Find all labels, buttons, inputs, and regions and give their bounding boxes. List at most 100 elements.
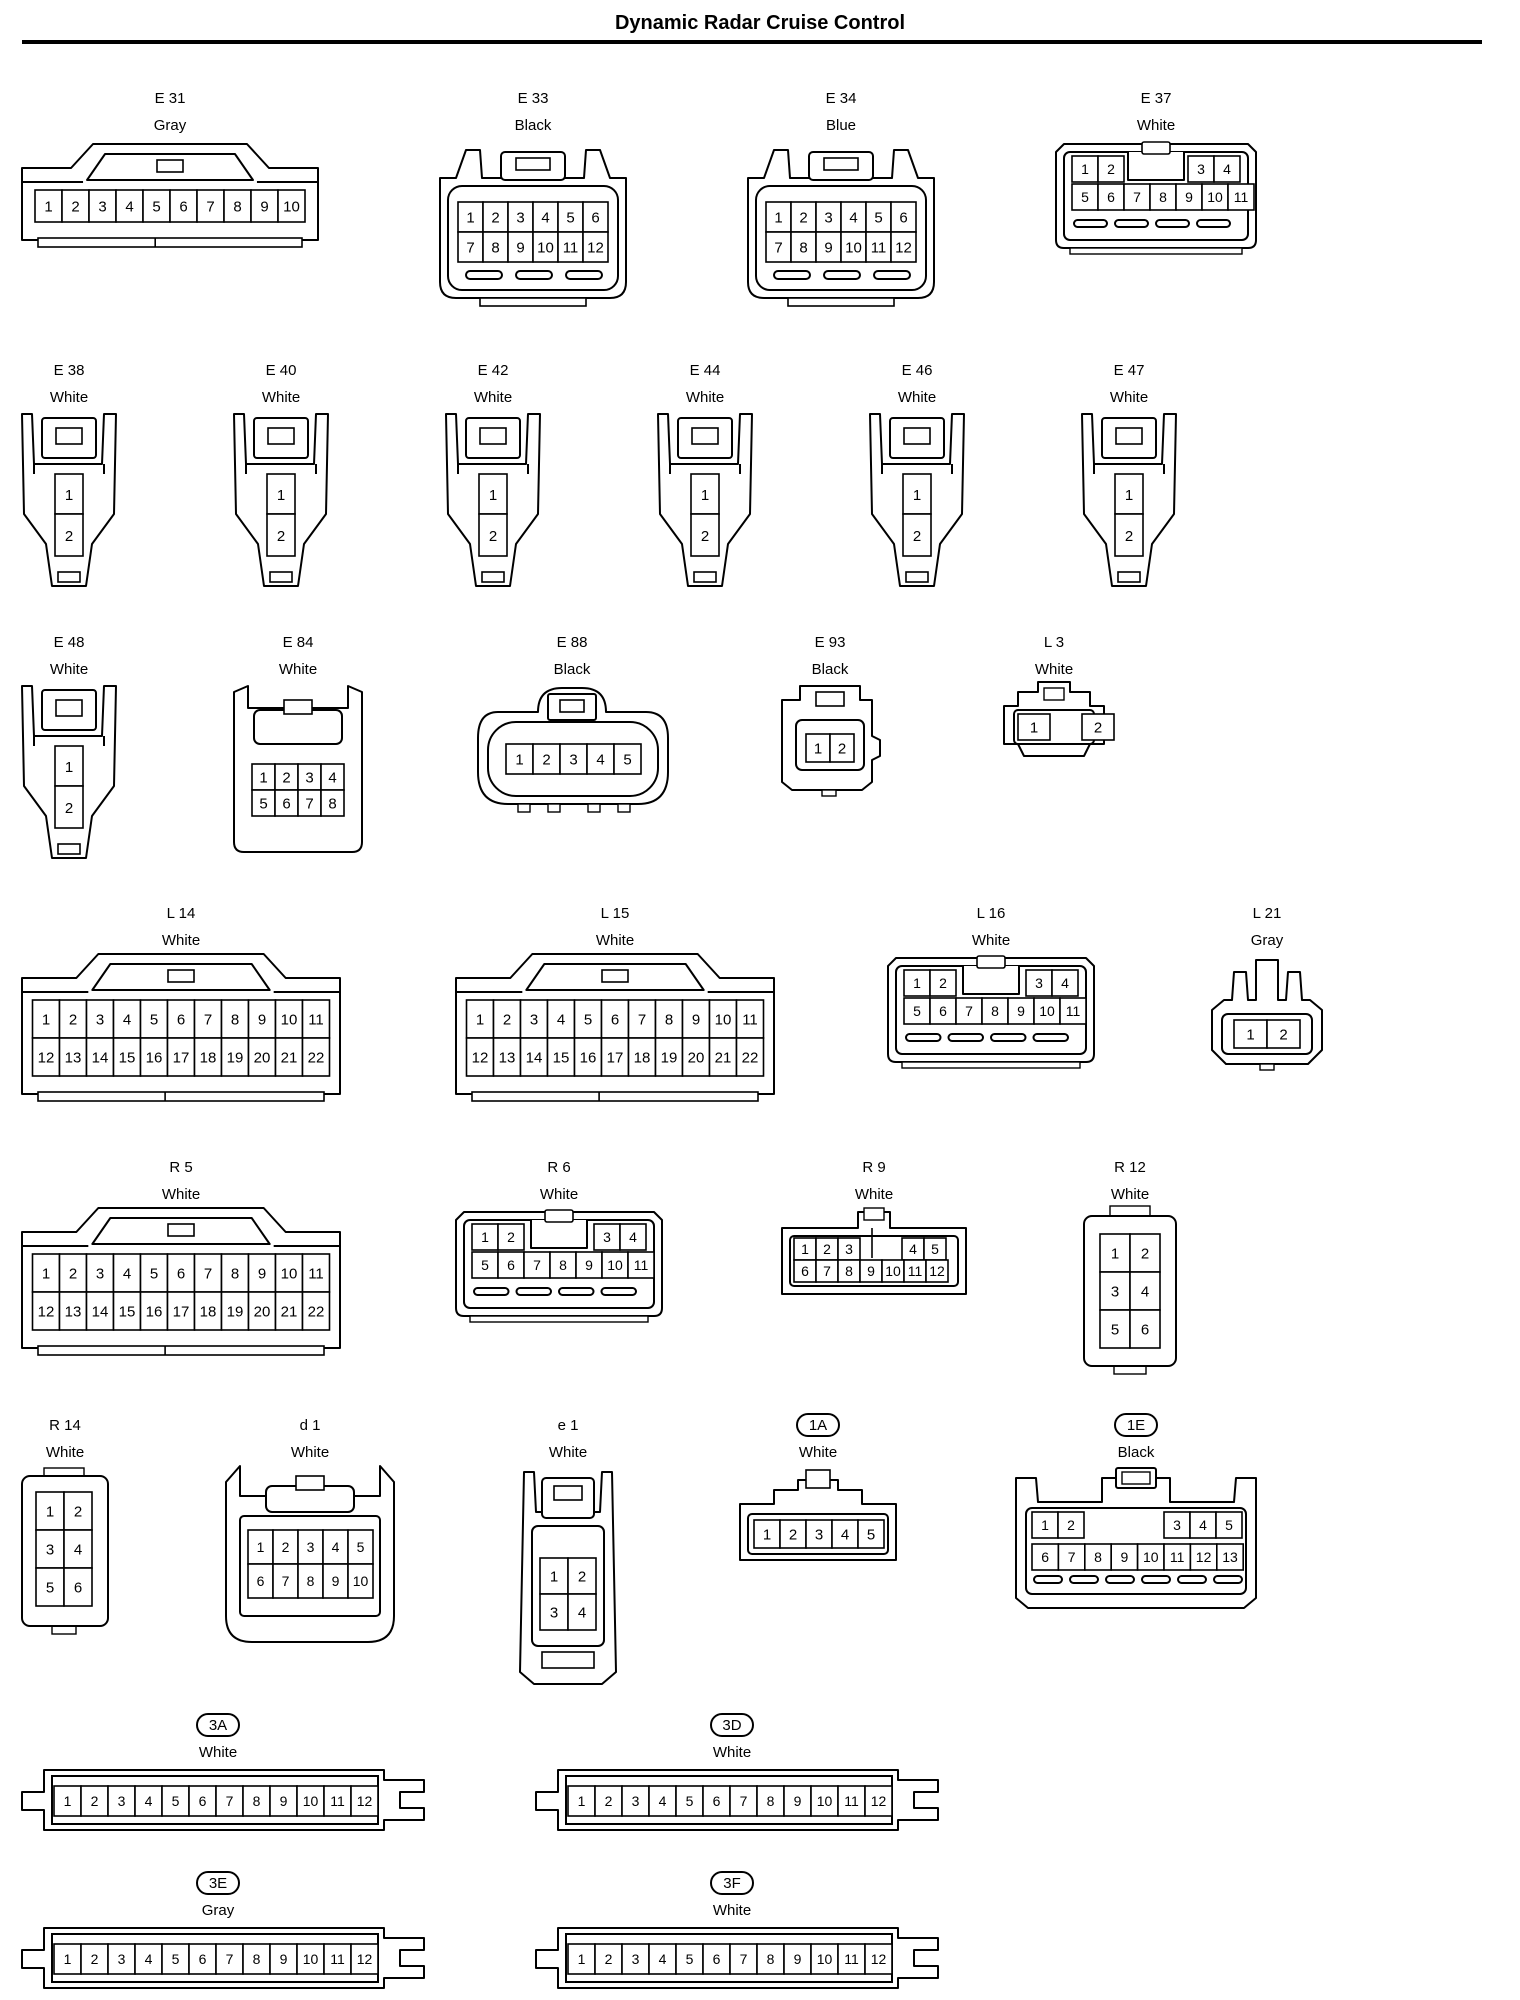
pin-number: 8: [767, 1951, 775, 1967]
pin-cell: [188, 1785, 217, 1817]
pin-cell: [53, 1943, 82, 1975]
pin-number: 7: [1133, 189, 1141, 205]
connector-code: E 47: [1114, 362, 1145, 379]
pin-number: 21: [281, 1049, 298, 1066]
pin-cell: [654, 1037, 684, 1077]
pin-number: 1: [701, 487, 709, 504]
pin-number: 6: [177, 1265, 185, 1282]
pin-number: 5: [1111, 1321, 1119, 1338]
connector-code: E 42: [478, 362, 509, 379]
connector-code: R 6: [547, 1159, 570, 1176]
pin-number: 6: [199, 1793, 207, 1809]
pin-cell: [58, 999, 88, 1039]
pin-number: 7: [206, 198, 214, 215]
pin-cell: [840, 231, 867, 263]
connector-color: White: [1111, 1186, 1149, 1203]
pin-cell: [675, 1943, 704, 1975]
pin-number: 7: [533, 1257, 541, 1273]
pin-number: 2: [489, 528, 497, 545]
pin-number: 3: [1197, 161, 1205, 177]
pin-number: 9: [280, 1793, 288, 1809]
pin-number: 9: [258, 1265, 266, 1282]
pin-cell: [322, 1529, 349, 1565]
pin-number: 5: [481, 1257, 489, 1273]
connector-color: White: [1137, 117, 1175, 134]
pin-cell: [532, 201, 559, 233]
pin-number: 5: [357, 1539, 365, 1555]
pin-cell: [80, 1785, 109, 1817]
pin-cell: [735, 999, 765, 1039]
pin-number: 11: [742, 1011, 758, 1028]
pin-number: 2: [91, 1951, 99, 1967]
pin-number: 8: [231, 1265, 239, 1282]
pin-cell: [1051, 969, 1079, 997]
pin-number: 10: [537, 239, 554, 256]
pin-cell: [1084, 1543, 1113, 1571]
pin-number: 1: [578, 1951, 586, 1967]
pin-cell: [648, 1785, 677, 1817]
pin-number: 1: [1246, 1026, 1254, 1043]
pin-cell: [196, 189, 225, 223]
pin-number: 1: [65, 487, 73, 504]
pin-cell: [1189, 1511, 1217, 1539]
pin-number: 7: [226, 1951, 234, 1967]
pin-cell: [594, 1785, 623, 1817]
connector-badge: [196, 1713, 240, 1737]
pin-cell: [567, 1943, 596, 1975]
pin-cell: [864, 1785, 893, 1817]
pin-cell: [619, 1223, 647, 1251]
pin-cell: [347, 1563, 374, 1599]
pin-number: 3: [96, 1265, 104, 1282]
pin-cell: [1081, 713, 1115, 741]
connector-color: White: [1110, 389, 1148, 406]
pin-number: 4: [145, 1951, 153, 1967]
connector-color: White: [262, 389, 300, 406]
pin-cell: [532, 743, 561, 775]
connector-code: E 31: [155, 90, 186, 107]
pin-cell: [1059, 997, 1087, 1025]
pin-number: 11: [1170, 1549, 1185, 1565]
pin-number: 10: [817, 1951, 833, 1967]
pin-cell: [53, 1785, 82, 1817]
pin-cell: [320, 789, 345, 817]
pin-number: 3: [632, 1951, 640, 1967]
pin-number: 2: [491, 209, 499, 226]
pin-cell: [247, 999, 277, 1039]
pin-cell: [63, 1491, 93, 1531]
pin-number: 8: [665, 1011, 673, 1028]
pin-number: 4: [596, 751, 604, 768]
pin-cell: [31, 999, 61, 1039]
pin-number: 1: [44, 198, 52, 215]
connector-code: 1A: [809, 1417, 827, 1434]
connector-color: Gray: [202, 1902, 235, 1919]
pin-number: 2: [507, 1229, 515, 1245]
pin-number: 6: [939, 1003, 947, 1019]
pin-number: 2: [65, 800, 73, 817]
pin-number: 3: [824, 209, 832, 226]
pin-cell: [297, 1563, 324, 1599]
pin-number: 9: [692, 1011, 700, 1028]
pin-cell: [903, 969, 931, 997]
pin-cell: [519, 999, 549, 1039]
pin-number: 4: [849, 209, 857, 226]
pin-number: 5: [46, 1579, 54, 1596]
pin-number: 5: [150, 1265, 158, 1282]
pin-number: 1: [42, 1011, 50, 1028]
connector-code: d 1: [300, 1417, 321, 1434]
pin-number: 1: [1030, 719, 1038, 736]
pin-cell: [1071, 183, 1099, 211]
pin-number: 2: [799, 209, 807, 226]
connector-code: e 1: [558, 1417, 579, 1434]
pin-cell: [63, 1529, 93, 1569]
connector-color: Black: [1118, 1444, 1155, 1461]
pin-number: 11: [1234, 189, 1249, 205]
pin-number: 5: [1225, 1517, 1233, 1533]
